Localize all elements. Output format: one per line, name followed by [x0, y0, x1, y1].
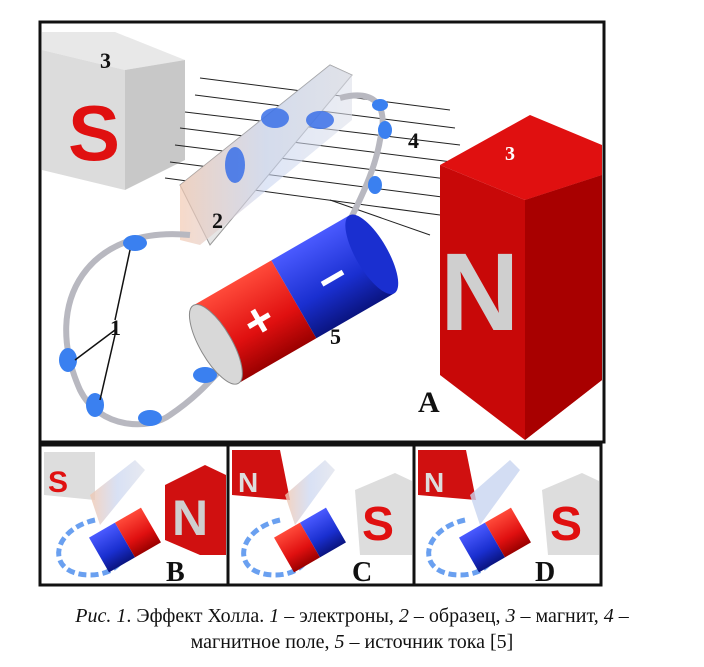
magnet-letter-s: S [68, 89, 120, 177]
panel-c: N S C [226, 443, 416, 588]
label-2: 2 [212, 208, 223, 233]
panel-label-a: A [418, 386, 440, 419]
panel-d: N S D [412, 443, 603, 588]
panel-a: S 3 2 [38, 20, 606, 444]
magnet-south: S 3 [42, 32, 185, 190]
battery: + − [188, 214, 399, 385]
magnet-letter-n-b: N [172, 490, 208, 546]
figure-caption-line-2: магнитное поле, 5 – источник тока [5] [190, 631, 514, 653]
magnet-letter-s-d: S [550, 498, 582, 551]
magnet-letter-n-d: N [424, 467, 444, 498]
electrons [59, 99, 392, 426]
panel-label-c: C [352, 557, 372, 588]
label-5: 5 [330, 324, 341, 349]
panel-b: S N B [38, 443, 230, 588]
label-3-right: 3 [505, 143, 515, 165]
hall-effect-figure: S 3 2 [38, 20, 606, 588]
magnet-letter-s-c: S [362, 498, 394, 551]
electron-pointer-lines [74, 249, 131, 401]
panel-label-d: D [535, 557, 555, 588]
magnet-letter-s-b: S [48, 466, 68, 499]
panel-label-b: B [166, 557, 185, 588]
magnet-letter-n: N [440, 231, 519, 354]
sample-plate: 2 [179, 64, 353, 246]
magnet-north: N 3 [440, 115, 602, 440]
label-3-left: 3 [100, 48, 111, 73]
label-1: 1 [110, 315, 121, 340]
figure-caption-line-1: Рис. 1. Эффект Холла. 1 – электроны, 2 –… [75, 605, 629, 627]
magnet-letter-n-c: N [238, 467, 258, 498]
wire-loop: 1 4 [59, 92, 419, 428]
label-4: 4 [408, 128, 419, 153]
